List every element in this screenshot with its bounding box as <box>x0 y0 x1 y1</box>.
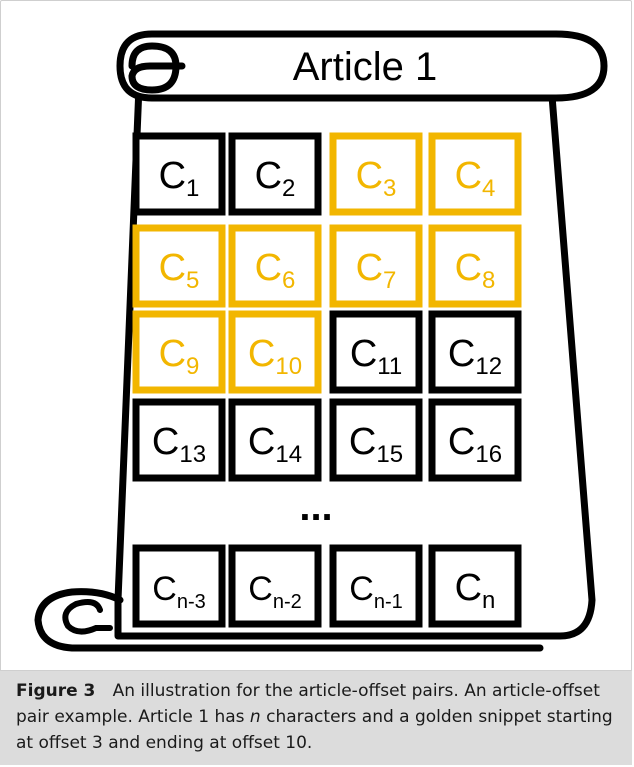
article-title: Article 1 <box>293 45 438 89</box>
caption-n-italic: n <box>250 707 261 727</box>
figure-label: Figure 3 <box>16 681 107 701</box>
figure-caption: Figure 3 An illustration for the article… <box>16 678 616 756</box>
ellipsis: ... <box>299 485 332 529</box>
scroll-bottom-curl-inner <box>65 602 110 632</box>
